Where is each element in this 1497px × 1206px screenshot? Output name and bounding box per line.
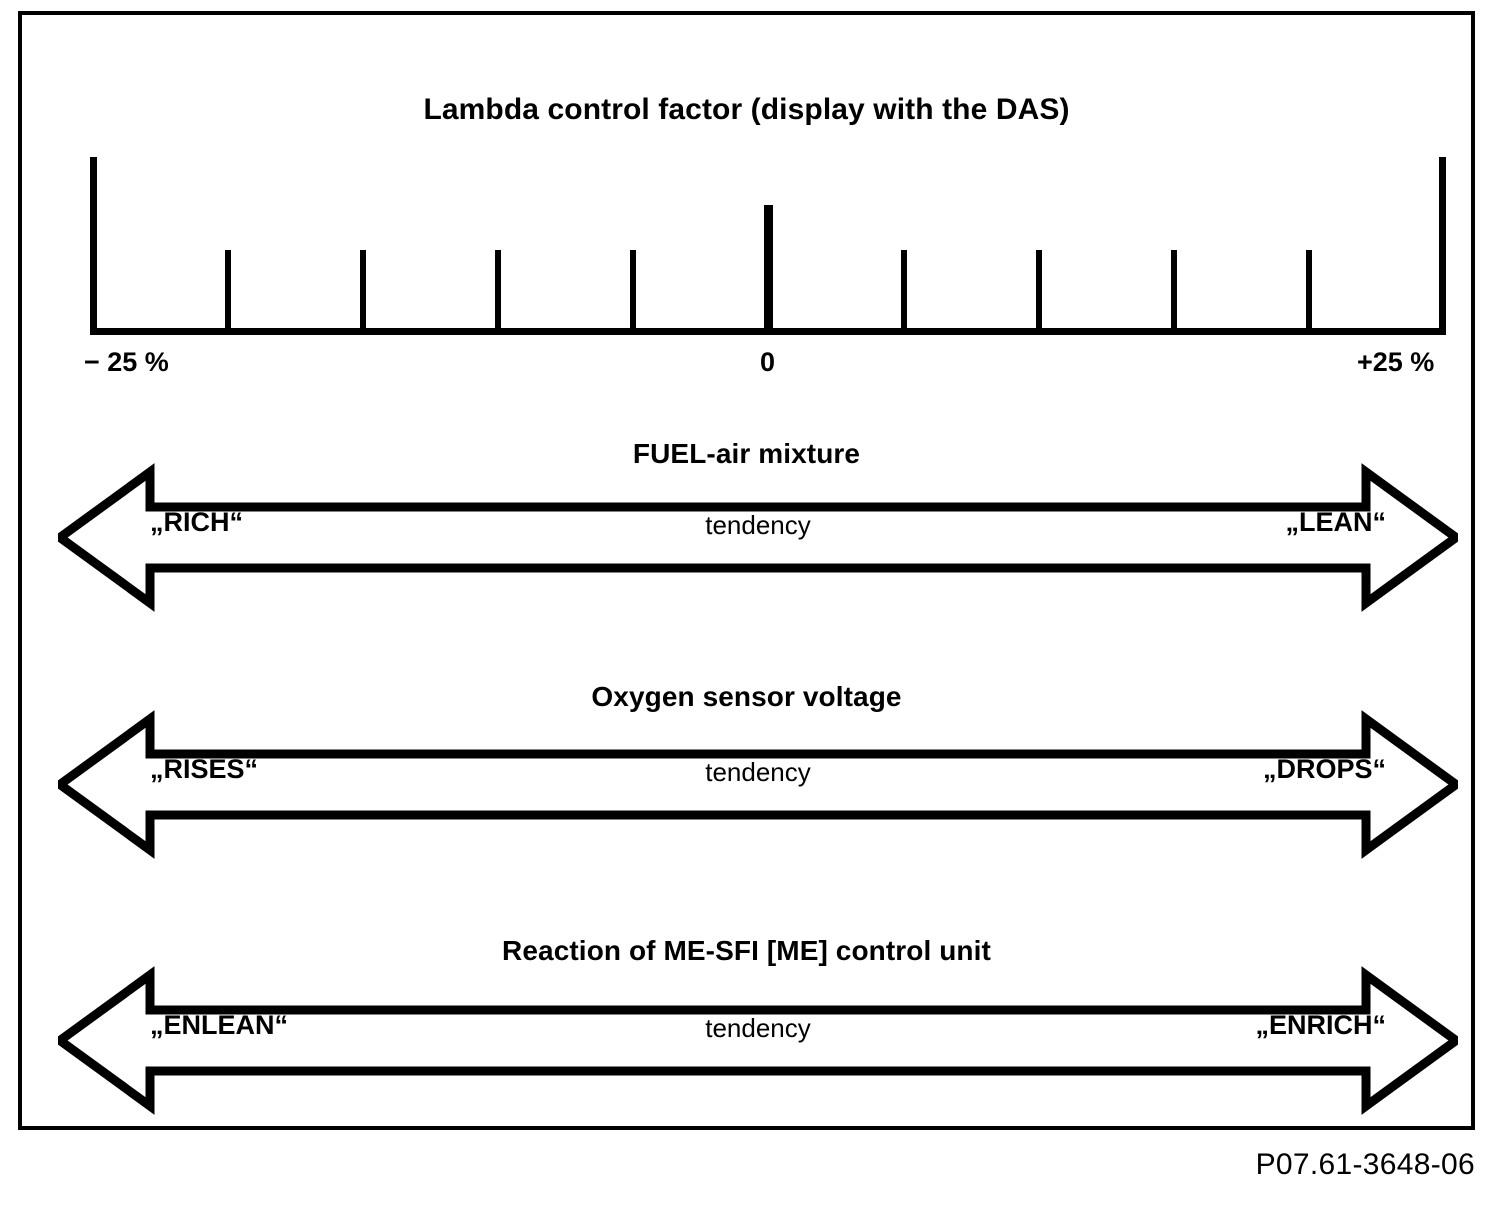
arrow-label-right-drops: „DROPS“ — [1262, 754, 1386, 784]
lambda-scale — [90, 157, 1446, 335]
arrow-row-fuel-air-mixture: „RICH“ tendency „LEAN“ — [58, 460, 1458, 615]
arrow-label-center-tendency: tendency — [705, 1013, 811, 1043]
scale-tick-minus5 — [630, 250, 636, 335]
arrow-row-oxygen-sensor-voltage: „RISES“ tendency „DROPS“ — [58, 707, 1458, 862]
scale-tick-plus25 — [1439, 157, 1446, 335]
scale-tick-minus15 — [360, 250, 366, 335]
scale-tick-plus10 — [1036, 250, 1042, 335]
scale-tick-minus20 — [225, 250, 231, 335]
double-arrow-icon — [58, 966, 1458, 1115]
page-title: Lambda control factor (display with the … — [423, 93, 1070, 126]
scale-label-max: +25 % — [1357, 347, 1435, 377]
scale-label-min: − 25 % — [84, 347, 169, 377]
arrow-label-right-lean: „LEAN“ — [1285, 507, 1387, 537]
scale-tick-plus15 — [1171, 250, 1177, 335]
scale-tick-minus25 — [90, 157, 97, 335]
arrow-label-left-enlean: „ENLEAN“ — [150, 1010, 289, 1040]
double-arrow-icon — [58, 710, 1458, 859]
arrow-label-right-enrich: „ENRICH“ — [1255, 1010, 1386, 1040]
scale-tick-minus10 — [495, 250, 501, 335]
arrow-label-left-rises: „RISES“ — [150, 754, 259, 784]
scale-tick-plus5 — [901, 250, 907, 335]
scale-label-zero: 0 — [760, 347, 776, 377]
section-title-me-sfi-control-unit: Reaction of ME-SFI [ME] control unit — [502, 935, 991, 966]
figure-reference-code: P07.61-3648-06 — [1255, 1148, 1475, 1181]
double-arrow-icon — [58, 463, 1458, 612]
section-title-fuel-air-mixture: FUEL-air mixture — [632, 438, 861, 469]
arrow-label-center-tendency: tendency — [705, 757, 811, 787]
scale-tick-zero — [764, 205, 773, 335]
arrow-label-left-rich: „RICH“ — [150, 507, 243, 537]
figure-border: Lambda control factor (display with the … — [18, 11, 1475, 1130]
arrow-label-center-tendency: tendency — [705, 510, 811, 540]
arrow-row-me-sfi-reaction: „ENLEAN“ tendency „ENRICH“ — [58, 963, 1458, 1118]
scale-tick-plus20 — [1306, 250, 1312, 335]
section-title-oxygen-sensor-voltage: Oxygen sensor voltage — [591, 681, 902, 712]
